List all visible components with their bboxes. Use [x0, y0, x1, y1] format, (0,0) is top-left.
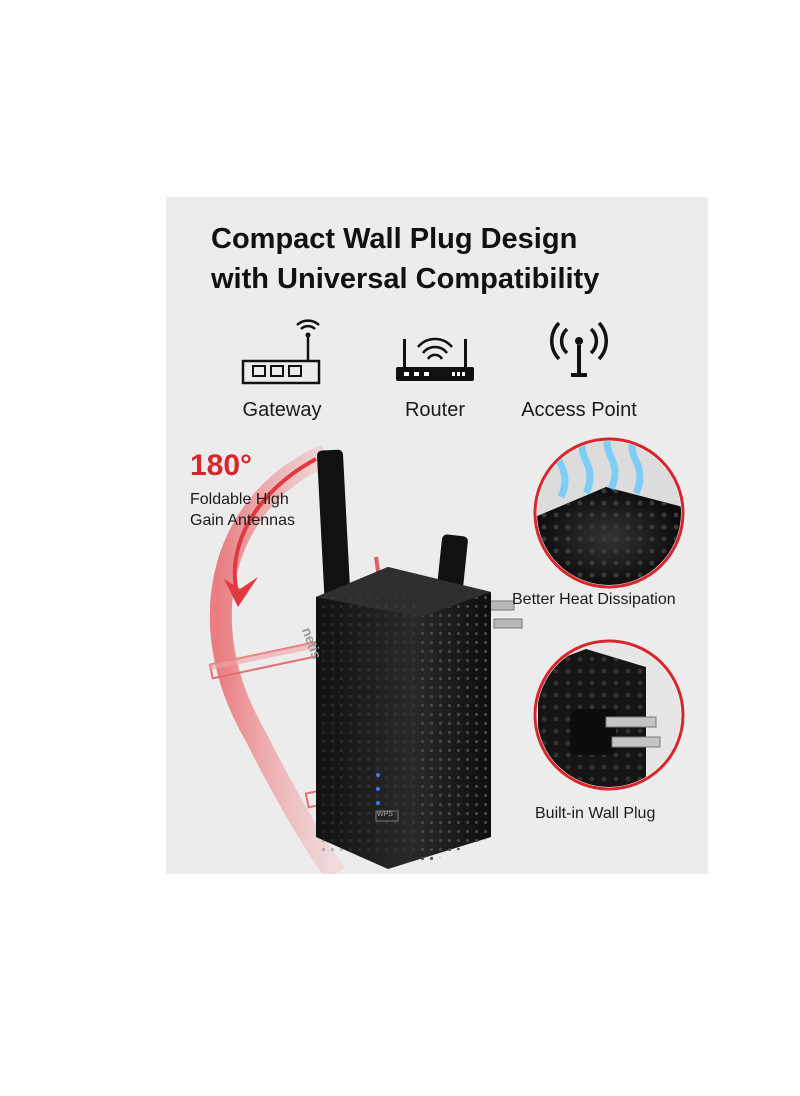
compat-gateway: Gateway [212, 317, 352, 422]
compat-router: Router [365, 317, 505, 422]
access-point-icon [550, 321, 608, 377]
antenna-caption-line-2: Gain Antennas [190, 512, 295, 529]
compat-label-access-point: Access Point [521, 399, 637, 421]
gateway-icon [241, 319, 321, 385]
headline-line-2: with Universal Compatibility [211, 263, 600, 295]
compat-label-router: Router [404, 399, 466, 421]
wps-label: WPS [377, 811, 393, 818]
product-panel: Compact Wall Plug Design with Universal … [166, 197, 708, 874]
headline: Compact Wall Plug Design with Universal … [211, 219, 599, 299]
compat-label-gateway: Gateway [242, 399, 322, 421]
heat-closeup [533, 437, 685, 589]
fold-angle: 180° [190, 449, 253, 482]
router-icon [396, 337, 474, 381]
plug-closeup [533, 639, 685, 791]
product-scene [208, 437, 685, 874]
headline-line-1: Compact Wall Plug Design [211, 223, 578, 255]
antenna-caption-line-1: Foldable High [190, 491, 289, 508]
wall-plug-label: Built-in Wall Plug [535, 805, 656, 822]
extender-device [316, 567, 491, 869]
heat-dissipation-label: Better Heat Dissipation [512, 591, 676, 608]
compat-access-point: Access Point [509, 317, 649, 422]
antenna-caption: Foldable High Gain Antennas [190, 489, 295, 531]
